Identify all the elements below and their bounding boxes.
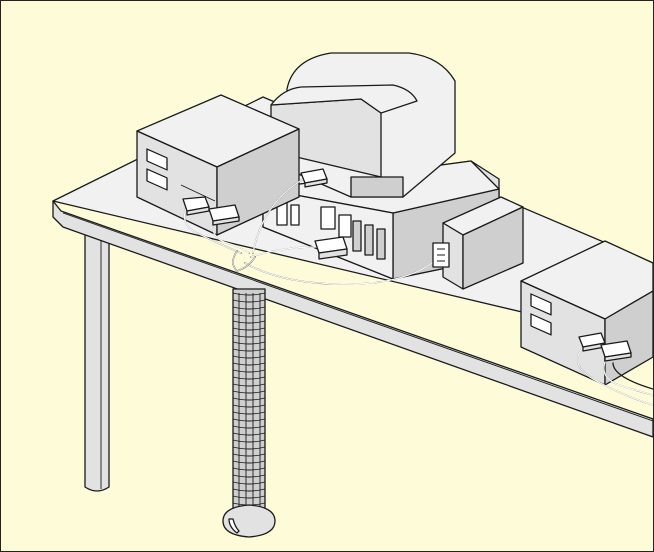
spine-ring <box>232 299 266 303</box>
spine-ring <box>232 327 266 331</box>
spine-ring <box>232 411 266 415</box>
spine-ring <box>232 418 266 422</box>
spine-ring <box>232 488 266 492</box>
spine-ring <box>232 306 266 310</box>
spine-ring <box>232 341 266 345</box>
spine-ring <box>232 355 266 359</box>
spine-ring <box>232 404 266 408</box>
spine-ring <box>232 460 266 464</box>
spine-ring <box>232 397 266 401</box>
spine-ring <box>232 495 266 499</box>
connector-computer-port <box>314 236 348 260</box>
connector-monitor <box>300 168 328 188</box>
spine-ring <box>232 376 266 380</box>
table-leg-left <box>84 222 110 492</box>
connector-storage-right-2 <box>600 340 632 362</box>
spine-ring <box>232 348 266 352</box>
spine-ring <box>232 320 266 324</box>
connector-storage-left-2 <box>208 204 240 226</box>
spine-ring <box>232 383 266 387</box>
spine-ring <box>232 425 266 429</box>
cable-spine-base <box>222 504 276 538</box>
spine-ring <box>232 439 266 443</box>
spine-ring <box>232 467 266 471</box>
spine-ring <box>232 362 266 366</box>
spine-ring <box>232 292 266 296</box>
connector-storage-left-1 <box>182 196 210 216</box>
spine-ring <box>232 369 266 373</box>
spine-ring <box>232 313 266 317</box>
connector-power-adapter <box>432 242 450 268</box>
spine-ring <box>232 446 266 450</box>
spine-ring <box>232 481 266 485</box>
spine-ring <box>232 432 266 436</box>
spine-ring <box>232 453 266 457</box>
spine-ring <box>232 474 266 478</box>
cable-bundle-right <box>577 346 653 406</box>
rear-io-panel <box>276 198 386 260</box>
connector-storage-right-1 <box>578 332 606 352</box>
cable-bundle <box>183 176 442 285</box>
spine-ring <box>232 334 266 338</box>
spine-ring <box>232 390 266 394</box>
cable-spine <box>222 288 276 538</box>
